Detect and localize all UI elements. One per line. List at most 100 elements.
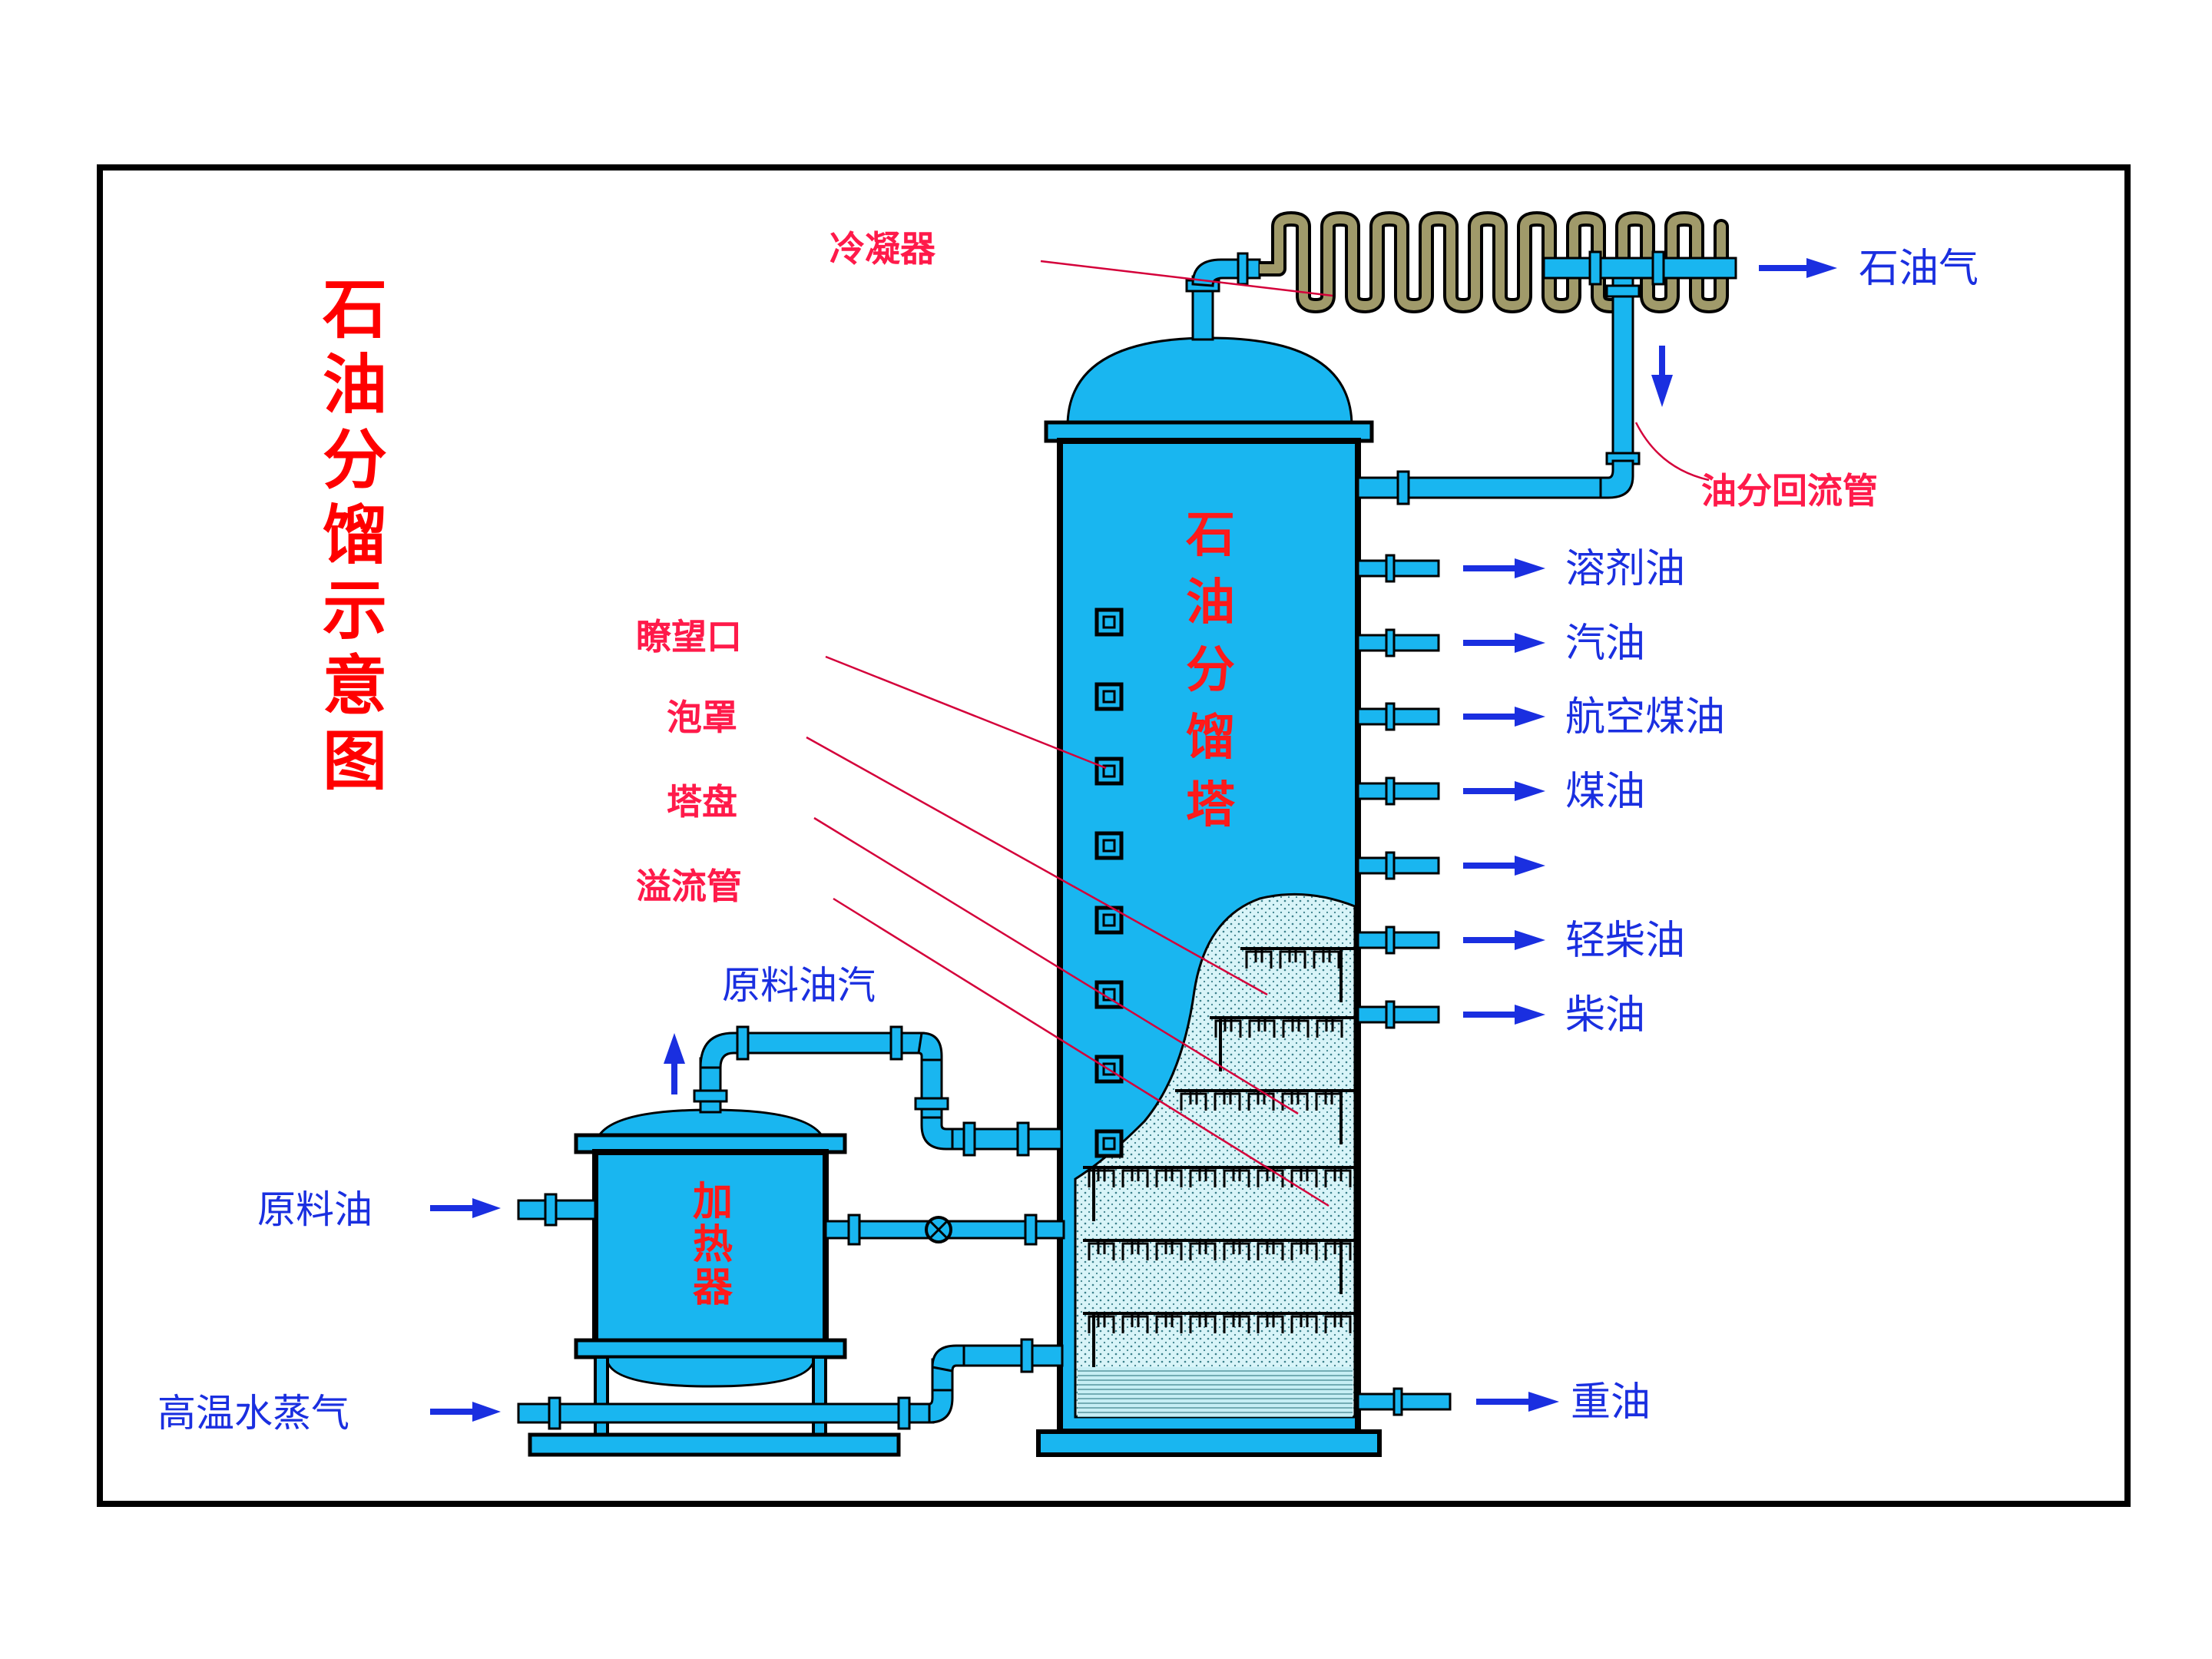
tower-base xyxy=(1036,1429,1382,1457)
sight-hole-window xyxy=(1102,690,1116,704)
steam-inlet-flange xyxy=(1020,1338,1034,1373)
side-outlet-pipe xyxy=(1356,559,1440,578)
heater-outlet-flange-2 xyxy=(1024,1214,1038,1246)
side-outlet-pipe xyxy=(1356,707,1440,726)
bubble-cap-icon xyxy=(1088,1240,1115,1260)
input-arrows xyxy=(430,346,1673,1422)
side-outlet-flange xyxy=(1385,628,1396,657)
product-arrow-icon xyxy=(1463,1005,1545,1025)
side-outlets xyxy=(1356,258,1837,1416)
reflux-down-arrow-icon xyxy=(1651,346,1673,407)
vapor-down-pipe xyxy=(920,1058,943,1123)
bubble-cap-icon xyxy=(1189,1240,1217,1260)
label-reflux: 油分回流管 xyxy=(1701,470,1878,512)
title-char: 意 xyxy=(323,647,387,724)
reflux-return-flange xyxy=(1396,470,1410,505)
steam-flange-1 xyxy=(548,1396,561,1430)
steam-line xyxy=(517,1402,935,1424)
condenser-assembly xyxy=(1185,211,1737,505)
title-char: 图 xyxy=(323,723,387,799)
bubble-cap-icon xyxy=(1121,1313,1149,1333)
side-outlet-flange xyxy=(1385,554,1396,583)
reflux-down-pipe xyxy=(1611,276,1634,472)
heater-outlet-pipe xyxy=(824,1214,1065,1246)
steam-arrow-icon xyxy=(430,1402,501,1422)
heater-label-char: 加 xyxy=(693,1179,733,1225)
leader-reflux xyxy=(1634,422,1710,482)
gas-arrow-icon xyxy=(1759,258,1837,278)
sight-hole-icon xyxy=(1094,906,1124,935)
bubble-cap-icon xyxy=(1189,1313,1217,1333)
vapor-inlet-flange-1 xyxy=(962,1121,976,1157)
product-label-heavy: 重油 xyxy=(1571,1379,1651,1426)
gas-outlet-flange-2 xyxy=(1651,250,1665,286)
bubble-cap-icon xyxy=(1316,1018,1343,1038)
product-label-gasoline: 汽油 xyxy=(1565,621,1645,667)
vapor-down-flange xyxy=(914,1097,949,1111)
title-char: 分 xyxy=(323,422,387,498)
bubble-cap-icon xyxy=(1214,1018,1242,1038)
sight-hole-window xyxy=(1102,764,1116,778)
product-label-solvent: 溶剂油 xyxy=(1565,546,1685,592)
sight-hole-window xyxy=(1102,615,1116,629)
product-label-kerosene: 煤油 xyxy=(1565,769,1645,815)
steam-pipe xyxy=(517,1338,1064,1430)
product-arrow-icon xyxy=(1463,856,1545,876)
vapor-inlet-flange-2 xyxy=(1016,1121,1030,1157)
heavy-oil-outlet-flange xyxy=(1392,1387,1403,1416)
crude-oil-arrow-icon xyxy=(430,1198,501,1218)
bubble-cap-icon xyxy=(1189,1167,1217,1187)
sight-hole-icon xyxy=(1094,682,1124,711)
product-label-diesel: 柴油 xyxy=(1565,992,1645,1038)
bubble-cap-icon xyxy=(1279,949,1306,969)
bubble-cap-icon xyxy=(1155,1167,1183,1187)
side-outlet-pipe xyxy=(1356,931,1440,949)
heater-leg-left xyxy=(594,1356,609,1443)
tower-title-char: 塔 xyxy=(1186,777,1236,834)
label-bubble-cap: 泡罩 xyxy=(667,697,737,738)
label-sight-hole: 瞭望口 xyxy=(636,616,742,657)
heater-label-char: 热 xyxy=(693,1222,733,1268)
bubble-cap-icon xyxy=(1155,1313,1183,1333)
bubble-cap-icon xyxy=(1290,1313,1318,1333)
leader-condenser xyxy=(1040,260,1333,297)
bubble-cap-icon xyxy=(1088,1313,1115,1333)
leader-sight-hole xyxy=(825,655,1107,770)
sight-hole-icon xyxy=(1094,1129,1124,1158)
bubble-cap-icon xyxy=(1214,1091,1241,1111)
vapor-up-arrow-icon xyxy=(664,1033,685,1094)
sight-hole-window xyxy=(1102,839,1116,853)
bubble-cap-icon xyxy=(1257,1240,1284,1260)
tower-title-char: 馏 xyxy=(1186,710,1235,767)
tower-title-char: 油 xyxy=(1186,575,1235,631)
heater-outlet-flange-1 xyxy=(847,1214,861,1246)
bubble-cap-icon xyxy=(1290,1240,1318,1260)
product-arrow-icon xyxy=(1463,558,1545,578)
vapor-pipe xyxy=(693,1025,1063,1157)
sight-hole-window xyxy=(1102,913,1116,927)
crude-feed-flange xyxy=(544,1193,558,1227)
sight-hole-icon xyxy=(1094,757,1124,786)
heavy-oil-arrow-icon xyxy=(1476,1392,1559,1412)
side-outlet-flange xyxy=(1385,926,1396,955)
side-outlet-flange xyxy=(1385,777,1396,806)
leader-overflow xyxy=(833,897,1330,1207)
heater-leg-right xyxy=(812,1356,827,1443)
vapor-top-flange-2 xyxy=(889,1025,903,1061)
label-feed-vapor: 原料油汽 xyxy=(722,963,876,1008)
steam-inlet-line xyxy=(962,1344,1064,1367)
bubble-cap-icon xyxy=(1282,1018,1310,1038)
sight-hole-window xyxy=(1102,1137,1116,1151)
side-outlet-flange xyxy=(1385,1000,1396,1029)
vapor-riser-flange xyxy=(693,1089,728,1103)
side-outlet-pipe xyxy=(1356,634,1440,652)
reflux-flange-1 xyxy=(1605,284,1641,298)
product-arrow-icon xyxy=(1463,930,1545,950)
tower-title-char: 石 xyxy=(1186,507,1235,564)
product-label-jet: 航空煤油 xyxy=(1565,694,1725,740)
side-outlet-pipe xyxy=(1356,1005,1440,1024)
heater-body xyxy=(592,1149,829,1347)
sight-holes xyxy=(1094,608,1124,1158)
